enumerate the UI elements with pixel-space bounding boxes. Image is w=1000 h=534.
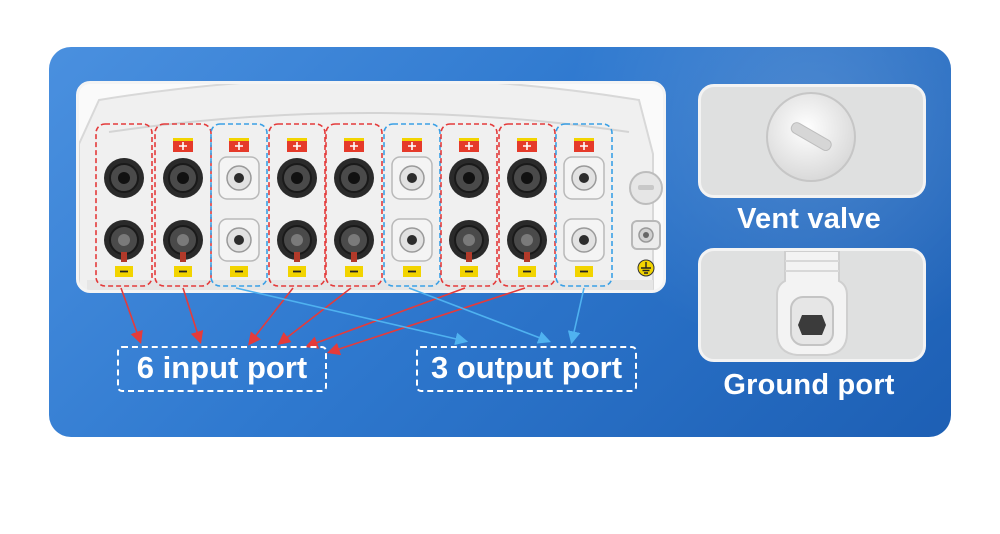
- vent-valve-caption: Vent valve: [737, 203, 881, 235]
- group-frame-input: [95, 123, 153, 287]
- ground-symbol-icon: [637, 259, 655, 277]
- plus-sign-icon: [179, 142, 187, 150]
- group-frame-input: [498, 123, 556, 287]
- port-column-2: [163, 138, 203, 277]
- port-column-7: [449, 138, 489, 277]
- connector-pin: [463, 234, 475, 246]
- group-frame-output: [555, 123, 613, 287]
- gland-hole: [234, 173, 244, 183]
- plus-sign-icon: [408, 142, 416, 150]
- output-arrows: [235, 287, 585, 346]
- group-frame-input: [440, 123, 498, 287]
- polarity-label-stripe: [402, 138, 422, 141]
- group-frame-output: [383, 123, 441, 287]
- connector-latch: [180, 252, 186, 262]
- gland-hole: [407, 173, 417, 183]
- connector-pin: [177, 234, 189, 246]
- vent-valve-photo: [698, 84, 926, 198]
- connector-pin: [291, 234, 303, 246]
- polarity-label-stripe: [344, 138, 364, 141]
- port-column-3: [218, 138, 260, 277]
- connector-latch: [294, 252, 300, 262]
- combiner-box-photo: [76, 81, 666, 293]
- polarity-label-stripe: [574, 138, 594, 141]
- connector-pin: [348, 234, 360, 246]
- port-group-frames: [95, 123, 613, 287]
- connector-latch: [466, 252, 472, 262]
- connector-pin: [118, 172, 130, 184]
- gland-hole: [407, 235, 417, 245]
- plus-sign-icon: [293, 142, 301, 150]
- input-arrows: [120, 287, 526, 356]
- connector-latch: [121, 252, 127, 262]
- group-frame-input: [268, 123, 326, 287]
- group-frame-output: [210, 123, 268, 287]
- connector-pin: [521, 172, 533, 184]
- plus-sign-icon: [350, 142, 358, 150]
- vent-valve-small: [629, 171, 663, 205]
- connector-pin: [177, 172, 189, 184]
- plus-sign-icon: [523, 142, 531, 150]
- vent-valve-icon: [766, 92, 856, 182]
- plus-sign-icon: [465, 142, 473, 150]
- group-frame-input: [325, 123, 383, 287]
- gland-hole: [234, 235, 244, 245]
- input-port-label: 6 input port: [117, 346, 327, 392]
- connector-pin: [291, 172, 303, 184]
- gland-hole: [579, 235, 589, 245]
- port-column-5: [334, 138, 374, 277]
- ground-gland-small: [631, 220, 661, 250]
- polarity-label-stripe: [459, 138, 479, 141]
- connector-pin: [521, 234, 533, 246]
- connector-pin: [118, 234, 130, 246]
- port-column-1: [104, 158, 144, 277]
- port-columns: [104, 138, 605, 277]
- port-column-9: [563, 138, 605, 277]
- polarity-label-stripe: [287, 138, 307, 141]
- port-column-6: [391, 138, 433, 277]
- polarity-label-stripe: [229, 138, 249, 141]
- ground-port-caption: Ground port: [723, 369, 895, 401]
- polarity-label-stripe: [173, 138, 193, 141]
- output-port-label: 3 output port: [416, 346, 637, 392]
- plus-sign-icon: [580, 142, 588, 150]
- plus-sign-icon: [235, 142, 243, 150]
- connector-latch: [351, 252, 357, 262]
- port-column-8: [507, 138, 547, 277]
- ground-port-photo: [698, 248, 926, 362]
- cable-gland-icon: [776, 251, 848, 356]
- port-column-4: [277, 138, 317, 277]
- connector-pin: [463, 172, 475, 184]
- polarity-label-stripe: [517, 138, 537, 141]
- connector-pin: [348, 172, 360, 184]
- combiner-box-drawing: [79, 84, 663, 290]
- connector-latch: [524, 252, 530, 262]
- group-frame-input: [154, 123, 212, 287]
- gland-hole: [579, 173, 589, 183]
